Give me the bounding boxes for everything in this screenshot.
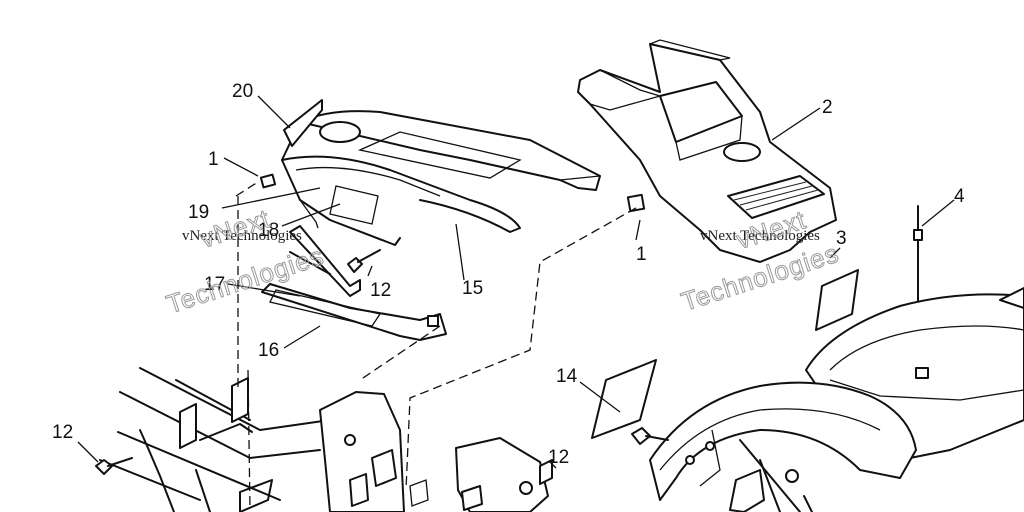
screw-part-12-upper xyxy=(347,249,381,273)
frame xyxy=(99,367,553,512)
clip-part-1-left xyxy=(259,173,277,189)
decal-part-14 xyxy=(591,359,657,439)
callout-2: 2 xyxy=(822,97,833,118)
watermark-small-left: vNext Technologies xyxy=(182,228,302,244)
callout-17: 17 xyxy=(204,274,225,295)
callout-14: 14 xyxy=(556,366,578,387)
callout-12-lower: 12 xyxy=(52,422,73,443)
callout-4: 4 xyxy=(954,186,965,207)
callout-1-center: 1 xyxy=(636,244,647,265)
callout-19: 19 xyxy=(188,202,209,223)
lower-panel-parts-16-18 xyxy=(261,225,447,341)
callout-3: 3 xyxy=(836,228,847,249)
screw-part-12-lower xyxy=(95,457,133,475)
clip-part-1-center xyxy=(626,193,646,213)
console-part-2 xyxy=(577,39,837,263)
callout-20: 20 xyxy=(232,81,253,102)
watermark-big-left-2: Technologies xyxy=(163,240,328,319)
front-panel-part-15 xyxy=(281,110,601,246)
callout-18: 18 xyxy=(258,220,279,241)
leader-lines xyxy=(77,95,955,469)
decal-part-3 xyxy=(815,269,859,331)
callout-1-left: 1 xyxy=(208,149,219,170)
assembly-guide-lines xyxy=(235,181,637,511)
callout-12-upper: 12 xyxy=(370,280,391,301)
nut xyxy=(785,469,799,483)
callout-16: 16 xyxy=(258,340,279,361)
bracket-part-20 xyxy=(283,99,323,147)
watermark-small-right: vNext Technologies xyxy=(700,228,820,244)
screw-part-12-mid xyxy=(631,427,669,445)
callout-15: 15 xyxy=(462,278,483,299)
callout-12-mid: 12 xyxy=(548,447,569,468)
callouts: 20 2 1 19 18 1 4 3 12 15 17 16 14 12 12 xyxy=(52,81,965,468)
front-fender xyxy=(649,381,917,512)
